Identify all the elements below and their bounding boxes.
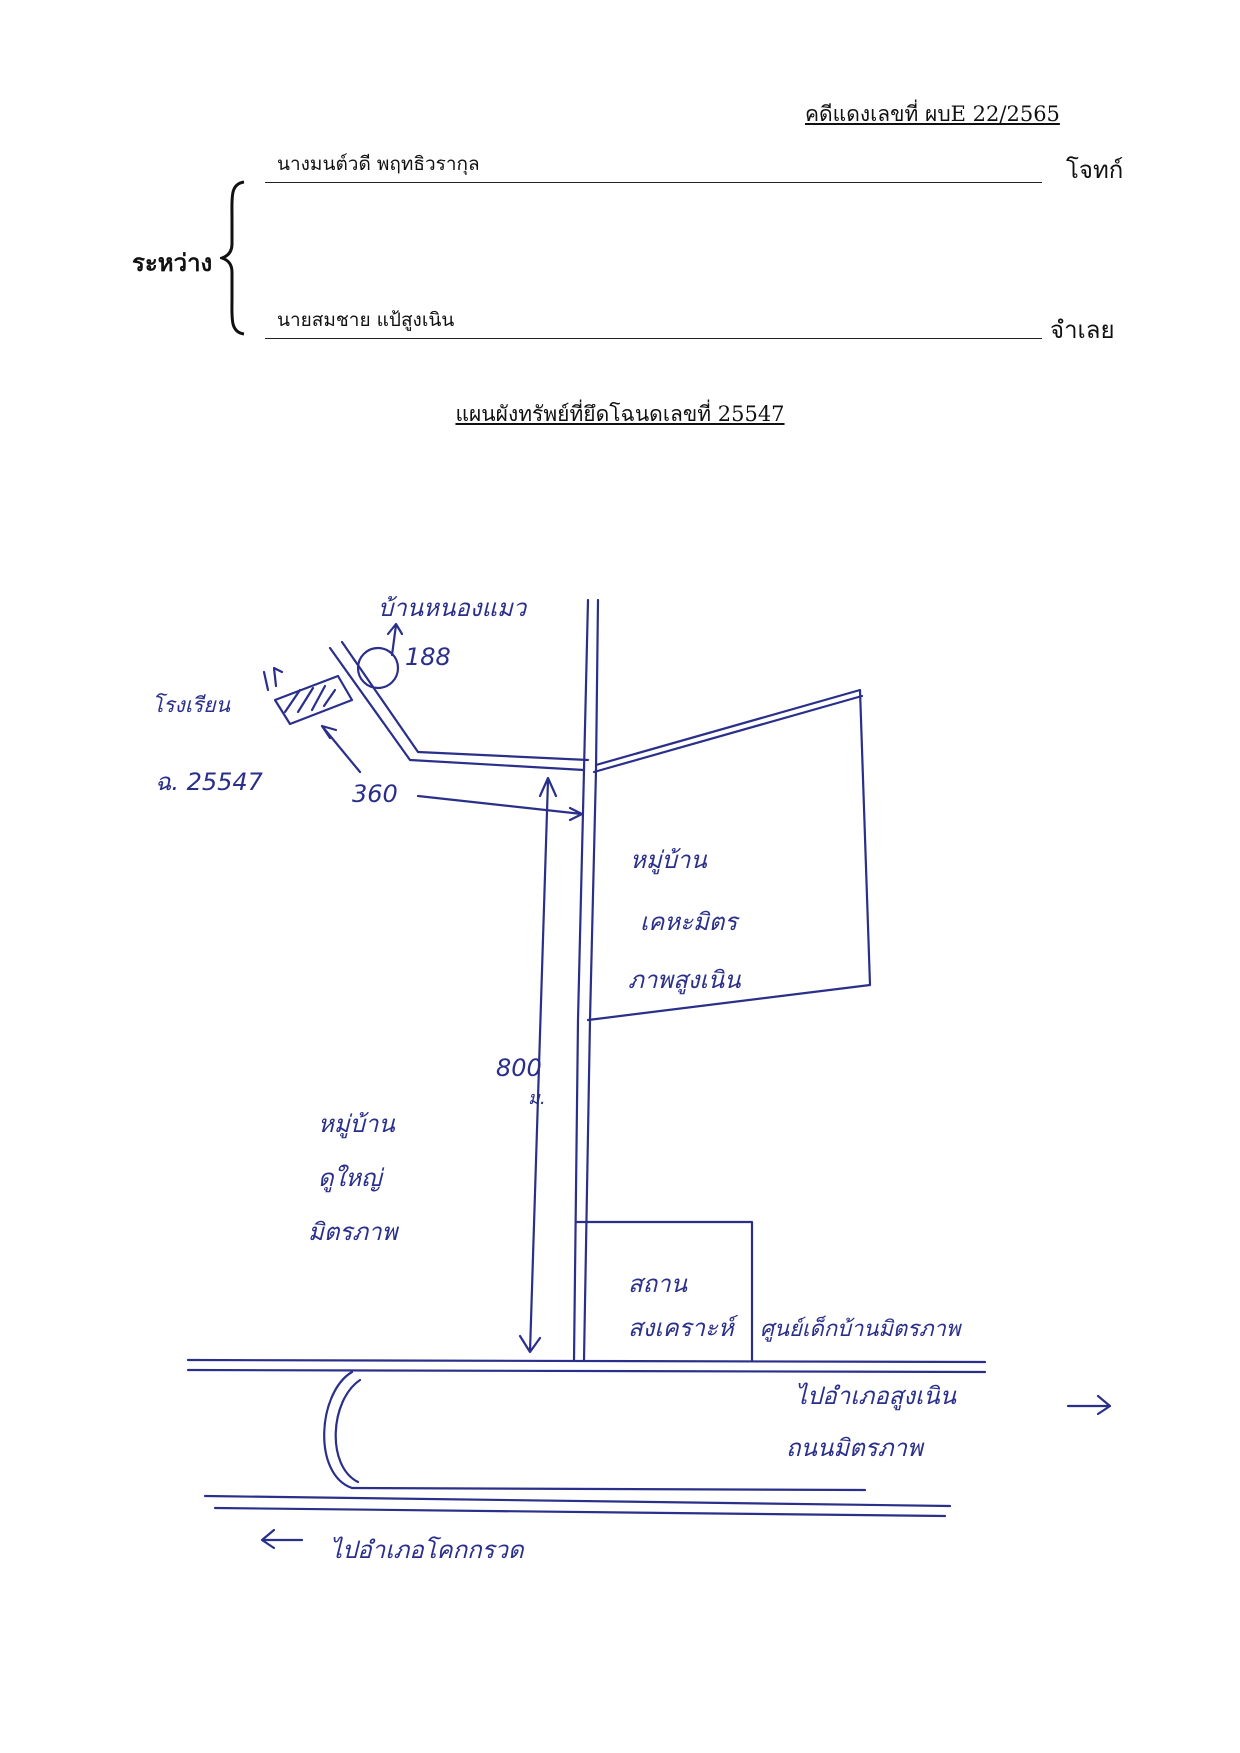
map-title: แผนผังทรัพย์ที่ยึดโฉนดเลขที่ 25547 <box>455 402 785 426</box>
label-to-sungnoen: ไปอำเภอสูงเนิน <box>795 1382 957 1411</box>
label-village-east-1: หมู่บ้าน <box>630 846 707 875</box>
label-road-name: ถนนมิตรภาพ <box>786 1434 925 1462</box>
school-circle <box>356 646 400 690</box>
plot-arrow <box>320 724 362 774</box>
party-brace <box>220 180 245 336</box>
dist-800-arrow <box>518 776 558 1354</box>
label-deed-number: ฉ. 25547 <box>155 768 264 796</box>
label-village-west-2: ดูใหญ่ <box>318 1164 385 1193</box>
deed-plot-boundary <box>273 674 354 726</box>
label-station-3: ศูนย์เด็กบ้านมิตรภาพ <box>760 1315 963 1342</box>
school-north-arrow <box>386 622 404 657</box>
u-turn-curve <box>323 1370 354 1490</box>
between-label: ระหว่าง <box>132 248 213 277</box>
east-direction-arrow <box>1066 1394 1112 1416</box>
label-village-east-2: เคหะมิตร <box>640 908 740 936</box>
label-to-korat: ไปอำเภอโคกกรวด <box>330 1536 525 1564</box>
defendant-role: จำเลย <box>1050 316 1115 344</box>
label-unit-meter: ม. <box>528 1088 546 1109</box>
station-boundary <box>574 1220 754 1362</box>
label-distance-800: 800 <box>496 1054 542 1082</box>
west-direction-arrow <box>260 1528 304 1550</box>
highway-bottom-edge-2 <box>213 1506 947 1518</box>
plot-flag-mark <box>262 666 284 692</box>
side-road-inner <box>340 640 590 762</box>
u-turn-curve-inner <box>334 1378 362 1484</box>
label-station-2: สงเคราะห์ <box>628 1314 739 1342</box>
defendant-line: นายสมชาย แป้สูงเนิน <box>265 308 1042 339</box>
side-road-outer <box>328 646 586 772</box>
highway-median-line <box>350 1486 867 1492</box>
housing-estate-east-boundary <box>586 688 872 1022</box>
highway-inner-edge <box>186 1368 987 1374</box>
label-school-no: 188 <box>405 643 451 671</box>
plaintiff-name: นางมนต์วดี พฤทธิวรากุล <box>277 153 480 175</box>
highway-bottom-edge <box>203 1494 952 1508</box>
dist-360-arrow <box>416 794 584 822</box>
main-road-east-edge <box>572 598 590 1362</box>
label-village-west-1: หมู่บ้าน <box>318 1110 395 1139</box>
case-number: คดีแดงเลขที่ ผบE 22/2565 <box>805 102 1060 126</box>
label-school-name: บ้านหนองแมว <box>378 594 528 622</box>
label-distance-360: 360 <box>352 780 398 808</box>
label-village-east-3: ภาพสูงเนิน <box>628 966 741 995</box>
plaintiff-line: นางมนต์วดี พฤทธิวรากุล <box>265 152 1042 183</box>
highway-top-edge <box>186 1358 987 1364</box>
estate-inner-line <box>592 694 864 774</box>
deed-plot-hatch <box>283 684 337 714</box>
label-village-west-3: มิตรภาพ <box>308 1218 400 1246</box>
plaintiff-role: โจทก์ <box>1066 156 1124 184</box>
label-deed-plot-name: โรงเรียน <box>152 693 231 717</box>
label-station-1: สถาน <box>628 1270 688 1298</box>
main-road-west-edge <box>582 598 600 1362</box>
defendant-name: นายสมชาย แป้สูงเนิน <box>277 309 455 331</box>
